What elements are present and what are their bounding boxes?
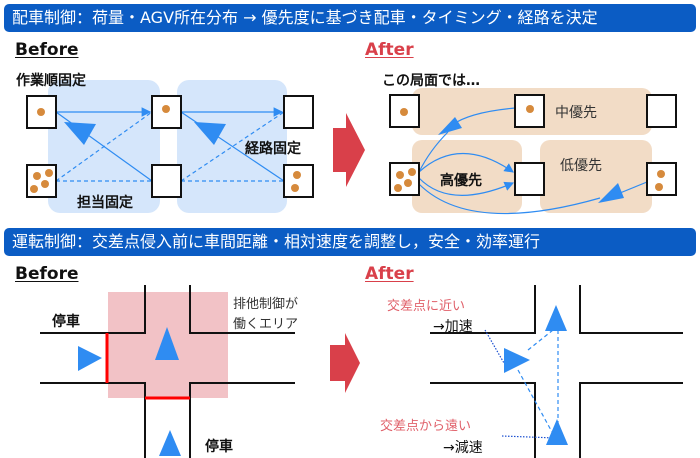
decelerate-label: →減速: [443, 440, 483, 456]
agv-icon: [194, 122, 226, 145]
accelerate-label: →加速: [433, 319, 473, 335]
after-routes: [418, 107, 648, 215]
agv-icon: [155, 327, 179, 360]
zone-low-priority: [540, 140, 652, 213]
transition-arrow: [333, 113, 365, 187]
area-label-2: 働くエリア: [233, 317, 299, 332]
agv-icon: [64, 122, 96, 145]
transition-arrow: [330, 333, 360, 393]
label-fixed-route: 経路固定: [245, 141, 301, 157]
zone-label-high: 高優先: [440, 173, 482, 189]
far-label: 交差点から遠い: [380, 419, 472, 434]
callout-lines: [484, 329, 557, 439]
agv-icon-decelerate: [546, 419, 568, 445]
zone-label-low: 低優先: [560, 158, 602, 174]
before-title-2: Before: [15, 264, 79, 284]
after-title: After: [365, 40, 414, 60]
after-caption: この局面では…: [382, 73, 480, 89]
section-header-dispatch: 配車制御：荷量・AGV所在分布 → 優先度に基づき配車・タイミング・経路を決定: [4, 4, 696, 32]
agv-icon: [598, 183, 624, 203]
zone-label-medium: 中優先: [555, 105, 597, 121]
area-label-1: 排他制御が: [233, 297, 299, 312]
cargo-icons: [394, 105, 665, 192]
after-gaps: [517, 329, 559, 433]
agv-icon: [78, 346, 102, 371]
intersection-before: [40, 285, 295, 458]
before-title: Before: [15, 40, 79, 60]
agv-icon: [438, 117, 462, 135]
intersection-after: [430, 285, 683, 458]
cargo-icons: [30, 105, 301, 193]
near-label: 交差点に近い: [387, 299, 466, 314]
agv-icon: [159, 430, 181, 456]
stop-label-bottom: 停車: [205, 439, 233, 455]
agv-icon-accelerate: [504, 348, 530, 373]
label-fixed-assignment: 担当固定: [77, 195, 133, 211]
section-header-driving: 運転制御：交差点侵入前に車間距離・相対速度を調整し，安全・効率運行: [4, 228, 696, 256]
after-title-2: After: [365, 264, 414, 284]
agv-icon: [545, 305, 567, 331]
stop-label-left: 停車: [52, 314, 80, 330]
label-fixed-order: 作業順固定: [16, 73, 86, 89]
